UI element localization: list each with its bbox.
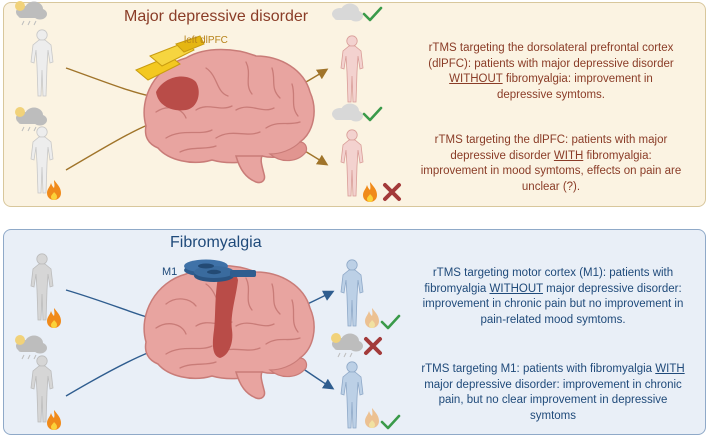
storm-cloud-icon [15,1,47,26]
flame-icon [365,408,379,428]
check-icon [380,314,401,330]
m1-coil-label: M1 [162,266,178,278]
tms-coil-icon [184,259,256,282]
check-icon [362,6,383,22]
human-figure-icon [30,253,54,321]
storm-cloud-icon [15,335,47,360]
fm-outcome-with-mdd: rTMS targeting M1: patients with fibromy… [421,363,685,422]
human-figure-icon [340,361,364,429]
mdd-outcome-with-fibromyalgia: rTMS targeting the dlPFC: patients with … [420,134,682,193]
mdd-panel-title: Major depressive disorder [124,8,309,25]
brain-icon [143,48,315,184]
fibromyalgia-panel-title: Fibromyalgia [170,234,262,251]
brain-icon [143,264,315,400]
flame-icon [365,308,379,328]
human-figure-icon [30,355,54,423]
human-figure-icon [340,35,364,103]
flame-icon [47,180,61,200]
cross-icon [364,337,382,355]
storm-cloud-icon [332,103,363,122]
check-icon [380,414,401,430]
tms-coil-icon [135,35,205,81]
cross-icon [383,183,401,201]
flame-icon [363,182,377,202]
flame-icon [47,308,61,328]
storm-cloud-icon [332,3,363,22]
human-figure-icon [30,29,54,97]
storm-cloud-icon [331,333,363,358]
storm-cloud-icon [15,107,47,132]
human-figure-icon [30,126,54,194]
flame-icon [47,410,61,430]
human-figure-icon [340,259,364,327]
check-icon [362,106,383,122]
fm-outcome-without-mdd: rTMS targeting motor cortex (M1): patien… [422,267,684,326]
mdd-outcome-without-fibromyalgia: rTMS targeting the dorsolateral prefront… [428,42,674,101]
human-figure-icon [340,129,364,197]
dlpfc-coil-label: left dlPFC [184,35,228,46]
